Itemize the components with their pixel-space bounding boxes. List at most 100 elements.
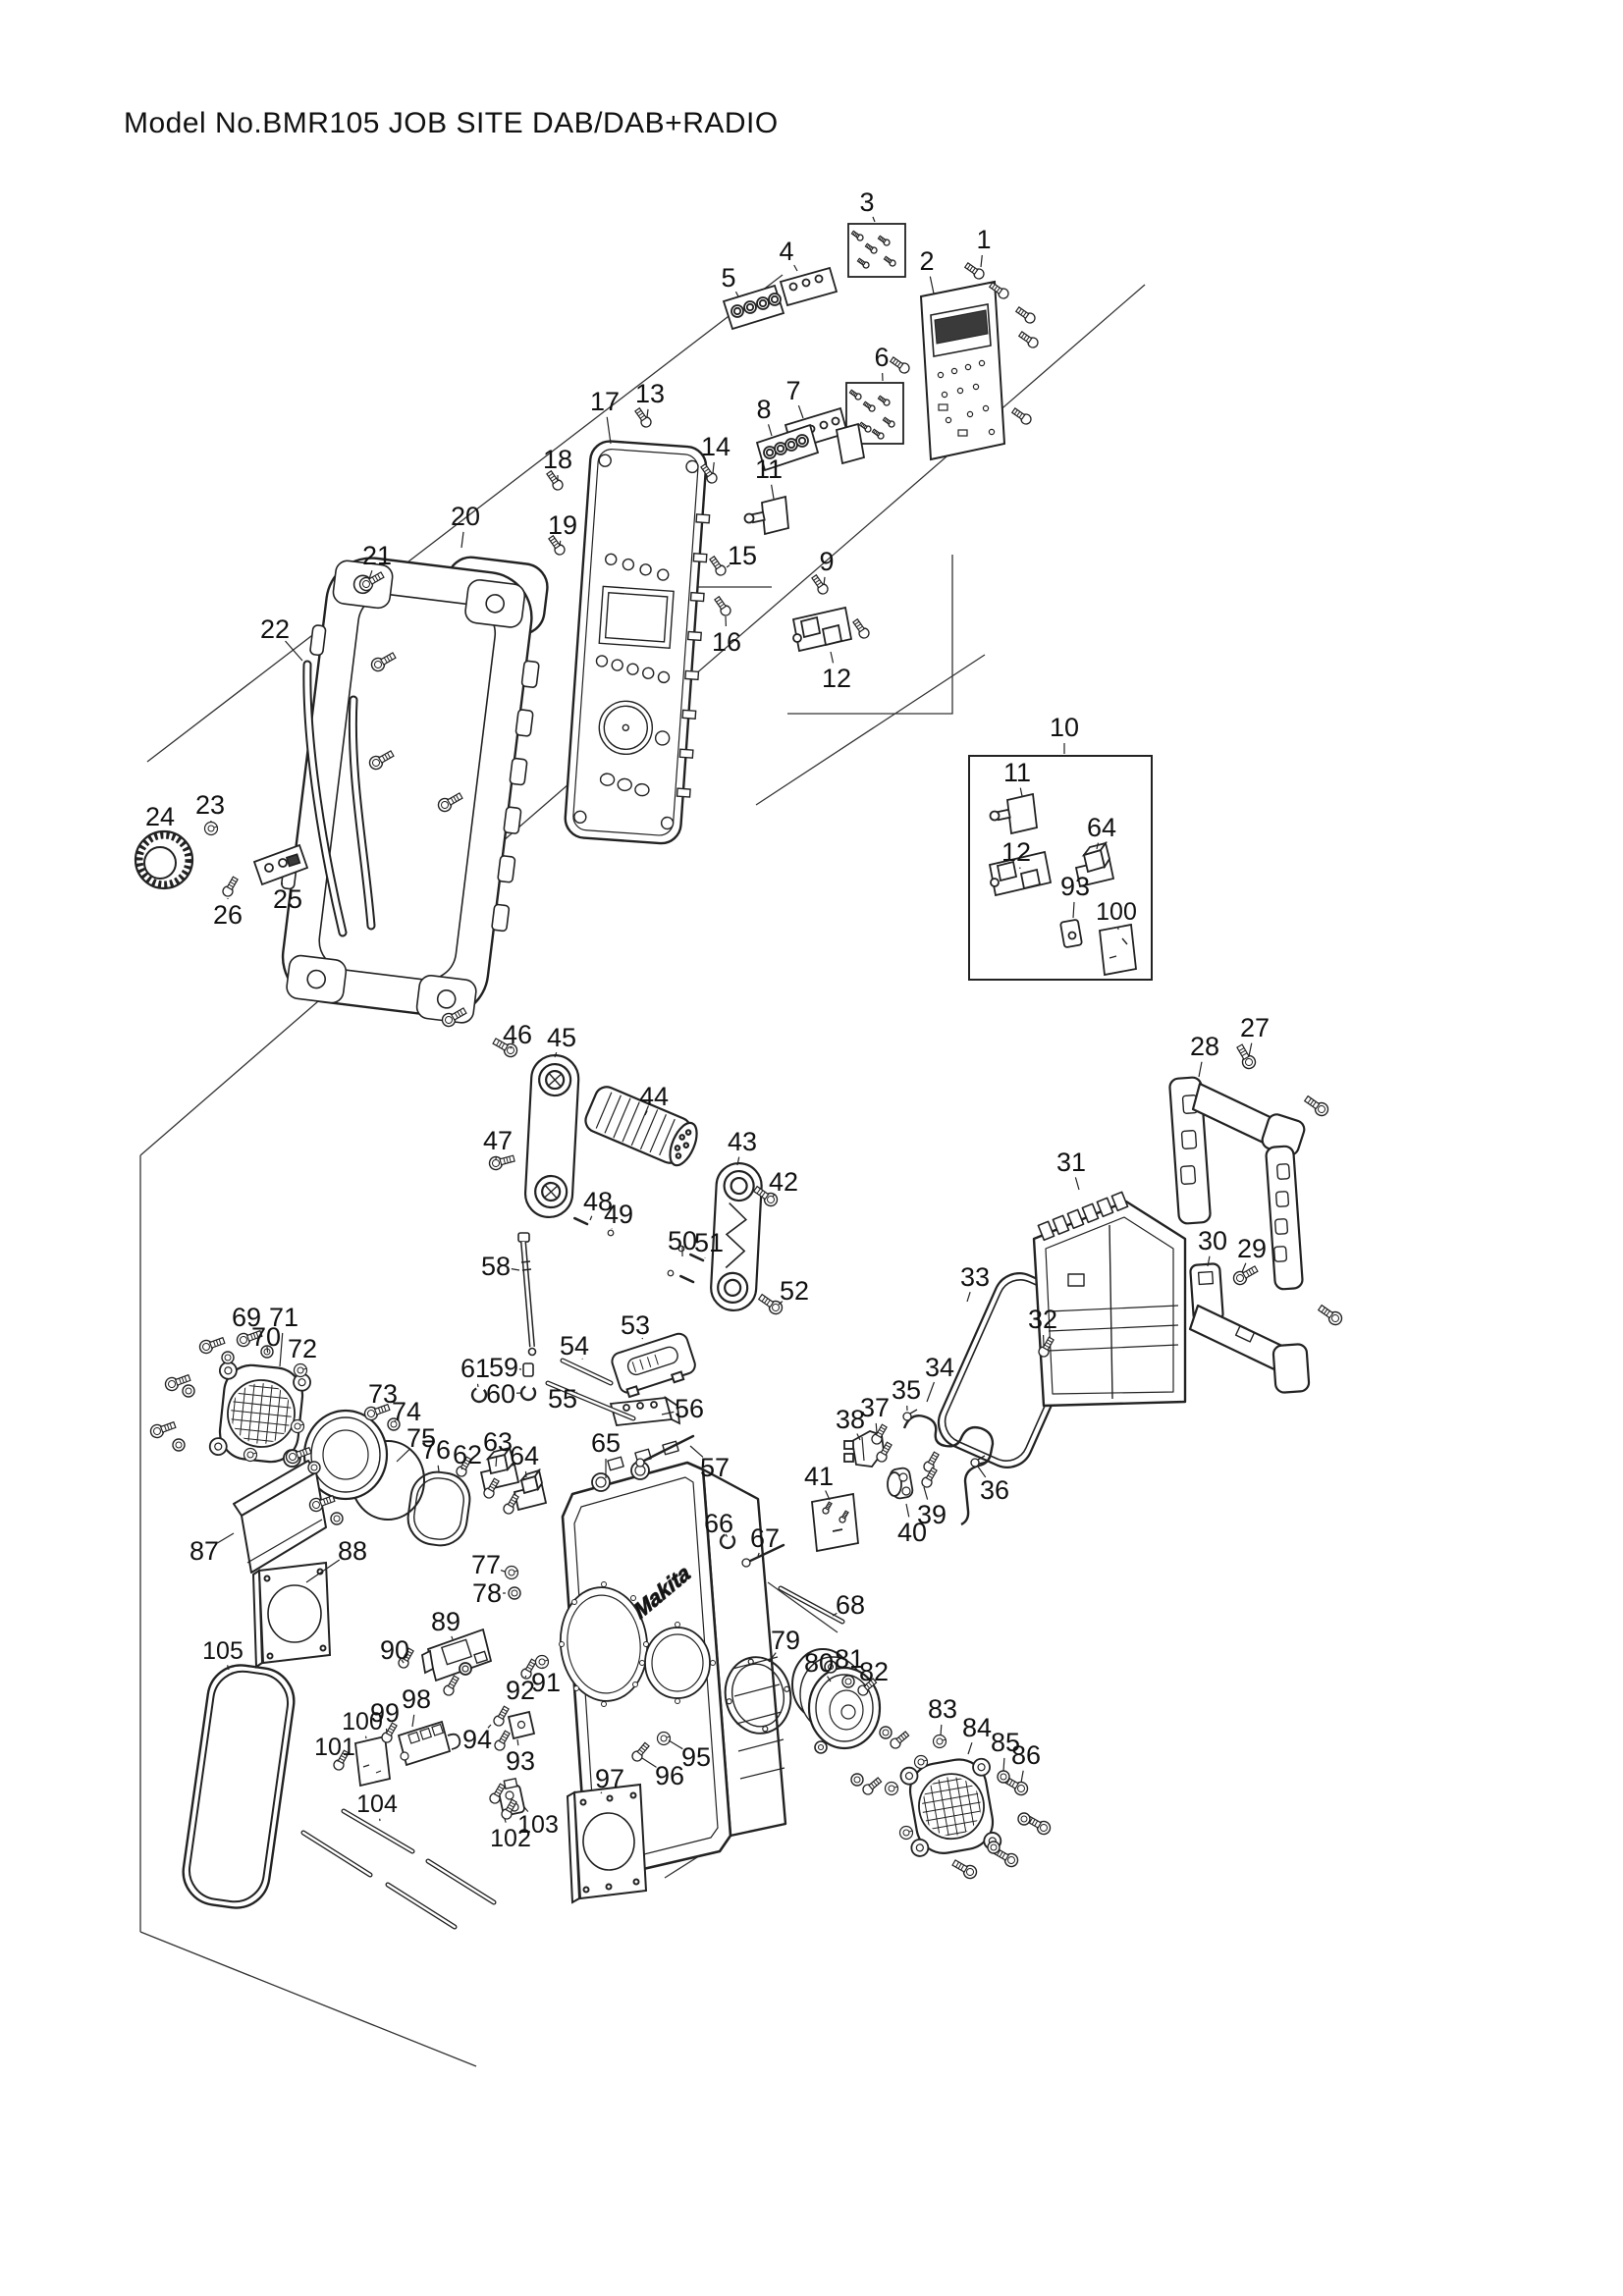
part-label-7: 7 <box>785 376 800 405</box>
antenna-rod-58 <box>517 1232 537 1377</box>
part-label-10-11: 11 <box>1003 758 1031 787</box>
speaker-gasket-76 <box>406 1470 471 1547</box>
part-label-74: 74 <box>392 1397 421 1426</box>
part-label-58: 58 <box>481 1252 511 1281</box>
part-label-46: 46 <box>503 1020 532 1049</box>
part-label-97: 97 <box>595 1764 624 1793</box>
speaker-gasket-79 <box>724 1656 792 1735</box>
part-label-49: 49 <box>604 1200 633 1229</box>
speaker-bracket-87 <box>233 1460 327 1574</box>
speaker-driver-75 <box>302 1409 425 1521</box>
part-label-52: 52 <box>780 1276 809 1306</box>
jack-pcb-12 <box>791 606 853 653</box>
part-label-28: 28 <box>1190 1032 1219 1061</box>
part-label-8: 8 <box>756 395 771 424</box>
part-label-10: 10 <box>1050 713 1079 742</box>
page-title: Model No.BMR105 JOB SITE DAB/DAB+RADIO <box>124 107 779 139</box>
part-label-45: 45 <box>547 1023 576 1052</box>
speaker-grille-right-84 <box>899 1757 1002 1857</box>
name-plate-25 <box>252 843 309 886</box>
part-label-61: 61 <box>460 1354 490 1383</box>
part-label-65: 65 <box>591 1428 621 1458</box>
part-label-63: 63 <box>483 1427 513 1457</box>
insulation-plate-100 <box>354 1735 391 1788</box>
terminal-block-98 <box>397 1720 461 1767</box>
part-label-23: 23 <box>195 790 225 820</box>
part-label-82: 82 <box>859 1657 889 1686</box>
part-label-31: 31 <box>1056 1148 1086 1177</box>
handle-grip-44 <box>584 1086 698 1167</box>
switch-bracket-89 <box>421 1628 493 1682</box>
part-label-69: 69 <box>232 1303 261 1332</box>
part-label-66: 66 <box>704 1509 733 1538</box>
part-label-32: 32 <box>1028 1305 1057 1334</box>
part-label-81: 81 <box>835 1644 864 1674</box>
part-label-87: 87 <box>189 1536 219 1566</box>
part-label-30: 30 <box>1198 1226 1227 1255</box>
part-label-93: 93 <box>506 1746 535 1776</box>
part-label-1: 1 <box>976 225 991 254</box>
part-label-33: 33 <box>960 1262 990 1292</box>
part-label-51: 51 <box>694 1228 724 1257</box>
pivot-part-40 <box>887 1467 914 1500</box>
front-panel-17 <box>564 440 711 845</box>
hardware-items <box>149 230 1343 1930</box>
part-label-83: 83 <box>928 1694 957 1724</box>
tuning-knob-24 <box>134 829 194 890</box>
part-label-59: 59 <box>489 1353 518 1382</box>
part-label-72: 72 <box>288 1334 317 1363</box>
part-label-77: 77 <box>471 1550 501 1579</box>
lead-wire-34 <box>902 1415 995 1526</box>
part-label-75: 75 <box>406 1423 436 1453</box>
switch-64 <box>513 1468 548 1512</box>
part-label-101: 101 <box>314 1734 355 1761</box>
part-label-10-100: 100 <box>1096 898 1137 926</box>
part-label-16: 16 <box>712 627 741 657</box>
part-label-15: 15 <box>728 541 757 570</box>
part-label-73: 73 <box>368 1379 398 1409</box>
part-label-35: 35 <box>892 1375 921 1405</box>
main-housing-65: Makita <box>559 1440 787 1881</box>
part-label-80: 80 <box>804 1648 834 1678</box>
part-label-55: 55 <box>548 1384 577 1414</box>
switch-plate-11 <box>743 495 789 536</box>
support-rods-22 <box>302 660 376 937</box>
part-label-76: 76 <box>421 1435 451 1465</box>
part-label-57: 57 <box>700 1453 730 1482</box>
part-label-88: 88 <box>338 1536 367 1566</box>
part-label-3: 3 <box>859 187 874 217</box>
button-bar-5 <box>722 284 785 331</box>
part-label-94: 94 <box>462 1725 492 1754</box>
bumper-frame-20 <box>281 556 549 1024</box>
part-label-44: 44 <box>639 1082 669 1111</box>
handle-link-43 <box>710 1161 763 1312</box>
part-label-41: 41 <box>804 1462 834 1491</box>
leader-lines <box>163 216 1253 1823</box>
part-label-60: 60 <box>486 1379 515 1409</box>
part-label-56: 56 <box>675 1394 704 1423</box>
part-label-47: 47 <box>483 1126 513 1155</box>
latch-plate-53 <box>611 1332 696 1399</box>
part-label-43: 43 <box>728 1127 757 1156</box>
part-label-22: 22 <box>260 614 290 644</box>
part-label-36: 36 <box>980 1475 1009 1505</box>
part-label-18: 18 <box>543 445 572 474</box>
button-bar-8 <box>755 423 820 472</box>
part-label-95: 95 <box>681 1742 711 1772</box>
part-label-29: 29 <box>1237 1234 1267 1263</box>
part-label-42: 42 <box>769 1167 798 1197</box>
part-label-10-93: 93 <box>1060 872 1090 901</box>
part-label-48: 48 <box>583 1187 613 1216</box>
slide-bracket-56 <box>609 1395 681 1426</box>
part-label-84: 84 <box>962 1713 992 1742</box>
part-label-64: 64 <box>510 1441 539 1470</box>
part-label-4: 4 <box>779 237 793 266</box>
sensor-plate-93 <box>507 1710 536 1740</box>
part-label-9: 9 <box>819 547 834 576</box>
part-label-25: 25 <box>273 884 302 914</box>
part-label-62: 62 <box>453 1440 482 1469</box>
part-label-37: 37 <box>860 1393 890 1422</box>
part-label-91: 91 <box>531 1668 561 1697</box>
part-label-6: 6 <box>874 343 889 372</box>
